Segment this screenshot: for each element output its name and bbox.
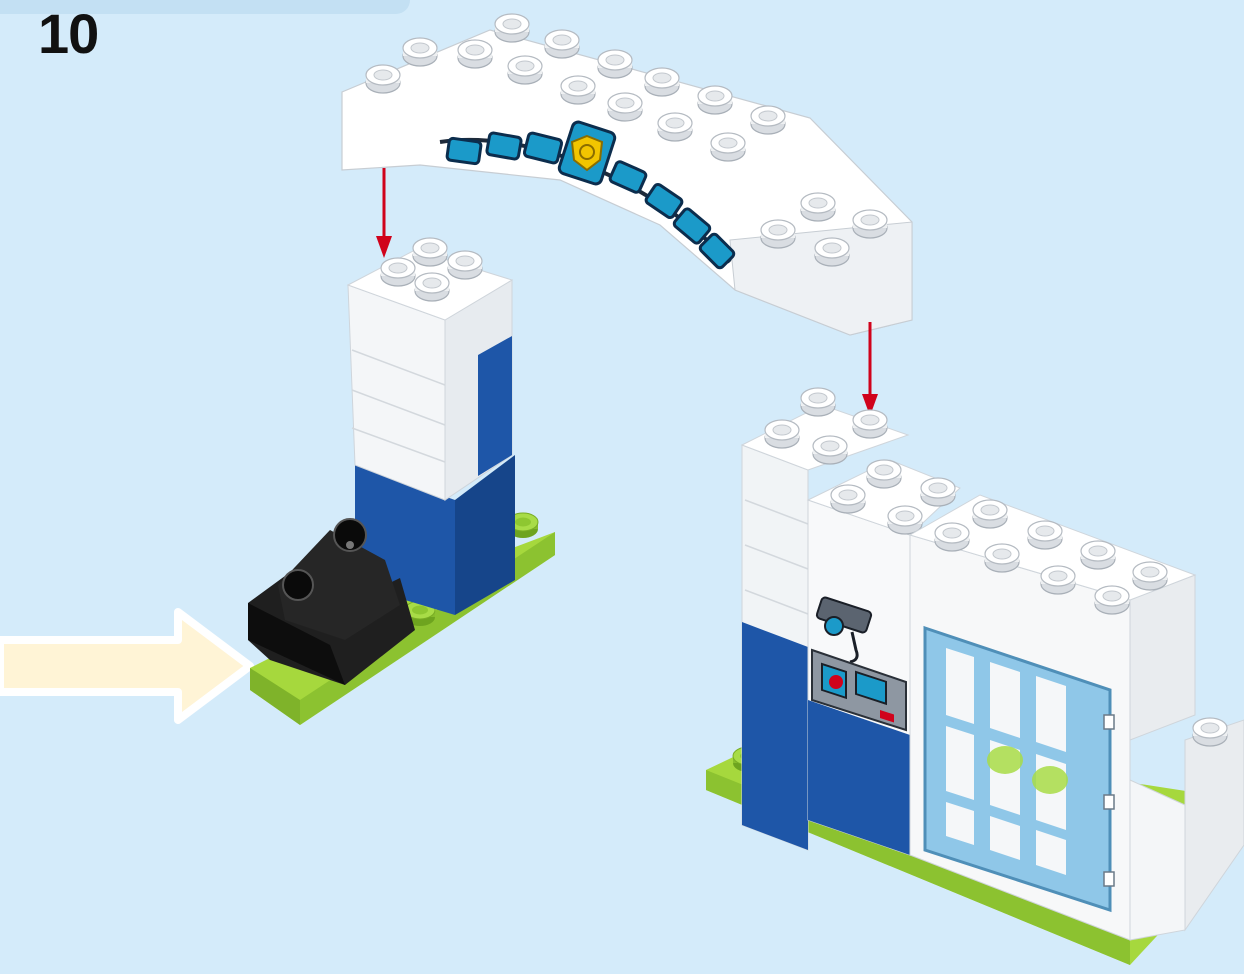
white-brick-upper (348, 238, 512, 500)
small-corner-brick (1130, 718, 1244, 940)
right-station-assembly (706, 388, 1244, 965)
callout-arrow (0, 612, 250, 720)
left-pillar-assembly (248, 238, 555, 725)
drop-arrow-right (862, 322, 878, 416)
drop-arrow-left (376, 168, 392, 258)
